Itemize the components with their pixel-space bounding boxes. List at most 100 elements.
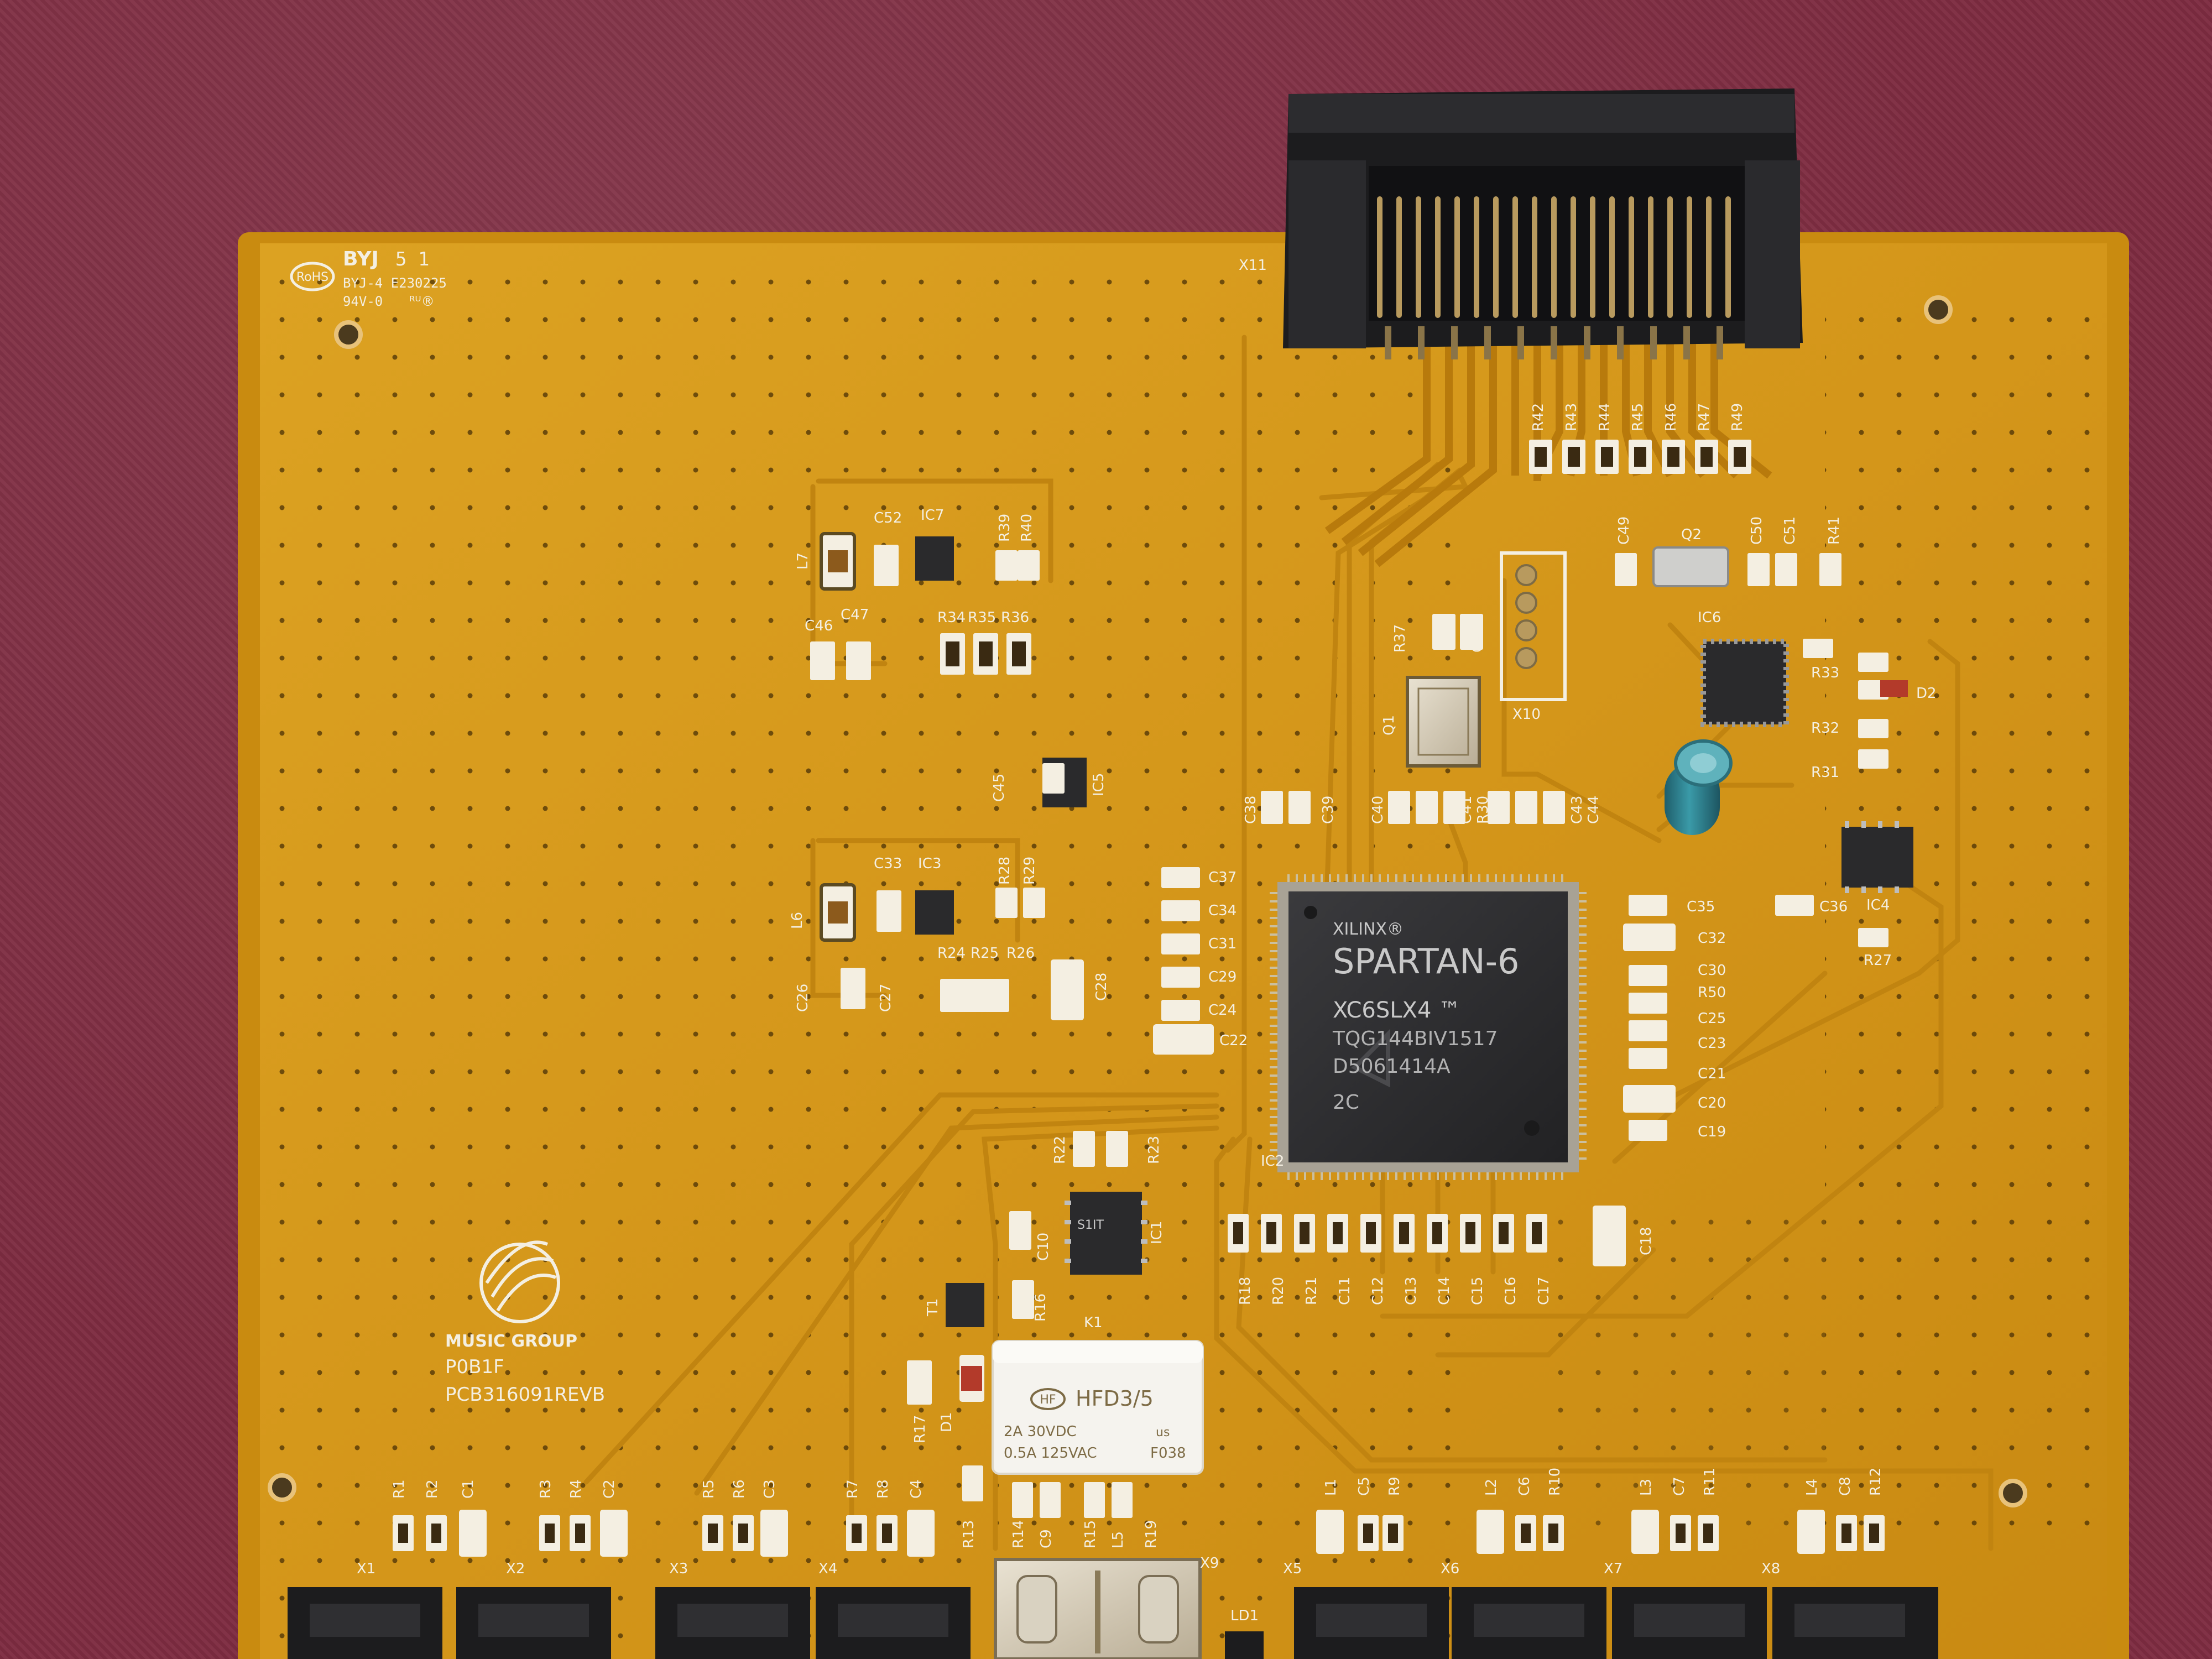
label-r23: R23 [1146, 1136, 1162, 1164]
label-r4: R4 [568, 1479, 585, 1499]
pcb-id-text: PCB316091REVB [445, 1384, 605, 1406]
label-t1: T1 [925, 1298, 941, 1317]
label-c25: C25 [1698, 1010, 1726, 1027]
label-r11: R11 [1702, 1468, 1718, 1496]
label-c33: C33 [874, 855, 902, 872]
label-r31: R31 [1811, 764, 1839, 781]
relay-rating1-text: 2A 30VDC [1004, 1423, 1077, 1440]
label-c23: C23 [1698, 1035, 1726, 1052]
fpga-package-text: TQG144BIV1517 [1332, 1027, 1498, 1050]
label-r43: R43 [1563, 403, 1580, 431]
label-c20: C20 [1698, 1095, 1726, 1112]
connector-x11-pins [1377, 196, 1731, 318]
label-ld1: LD1 [1230, 1608, 1259, 1624]
t1-body [946, 1283, 984, 1327]
label-r27: R27 [1864, 952, 1892, 969]
label-r50: R50 [1698, 984, 1726, 1001]
bottom-connectors [288, 1558, 1938, 1659]
label-r32: R32 [1811, 720, 1839, 737]
label-r13: R13 [961, 1520, 977, 1548]
label-r6: R6 [731, 1479, 748, 1499]
label-r33: R33 [1811, 665, 1839, 681]
label-r26: R26 [1006, 945, 1035, 962]
label-c26: C26 [795, 984, 811, 1012]
label-x5: X5 [1283, 1561, 1302, 1577]
label-c2: C2 [601, 1479, 618, 1499]
label-q2: Q2 [1681, 526, 1702, 543]
label-c45: C45 [991, 774, 1008, 802]
label-x3: X3 [669, 1561, 688, 1577]
label-ic2: IC2 [1261, 1153, 1284, 1170]
label-c15: C15 [1469, 1277, 1486, 1305]
relay-brand-logo-icon [1030, 1388, 1066, 1410]
label-r37: R37 [1392, 624, 1408, 653]
label-r8: R8 [875, 1479, 891, 1499]
led-ld1 [1225, 1631, 1264, 1659]
label-c24: C24 [1208, 1002, 1237, 1019]
label-c9: C9 [1038, 1529, 1055, 1548]
label-r40: R40 [1019, 514, 1035, 542]
logo-line1-text: MUSIC GROUP [445, 1332, 577, 1351]
label-c43: C43 [1569, 796, 1585, 824]
label-c32: C32 [1698, 930, 1726, 947]
ic3-body [915, 890, 954, 935]
via-grid-bottom [1526, 1217, 1825, 1526]
label-r39: R39 [997, 514, 1013, 542]
mount-hole-top-right [1924, 295, 1953, 324]
component-q2 [1652, 546, 1729, 587]
label-c48: C48 [1469, 624, 1486, 653]
label-c35: C35 [1687, 899, 1715, 915]
label-l3: L3 [1638, 1479, 1655, 1496]
label-r29: R29 [1021, 857, 1038, 885]
rohs-mark [290, 262, 335, 291]
label-c49: C49 [1616, 517, 1632, 545]
label-l6: L6 [789, 912, 806, 929]
label-r42: R42 [1530, 403, 1547, 431]
label-x7: X7 [1604, 1561, 1623, 1577]
label-k1: K1 [1084, 1314, 1103, 1331]
label-c13: C13 [1403, 1277, 1420, 1305]
fpga-body [1288, 891, 1568, 1162]
label-c44: C44 [1585, 796, 1602, 824]
label-c10: C10 [1035, 1233, 1052, 1261]
label-c8: C8 [1837, 1477, 1854, 1496]
label-r30b: R30 [1475, 796, 1491, 824]
label-l4: L4 [1804, 1479, 1820, 1496]
relay-brand-text: HF [1040, 1393, 1056, 1407]
label-c31: C31 [1208, 936, 1237, 952]
label-r18: R18 [1237, 1277, 1254, 1305]
label-c34: C34 [1208, 902, 1237, 919]
label-ic4: IC4 [1866, 897, 1890, 914]
label-c50: C50 [1749, 517, 1765, 545]
label-x1: X1 [357, 1561, 375, 1577]
label-r45: R45 [1630, 403, 1646, 431]
label-c4: C4 [908, 1479, 925, 1499]
mount-hole-bottom-right [1999, 1479, 2027, 1507]
label-r12: R12 [1867, 1468, 1884, 1496]
mount-hole-top-left [334, 320, 363, 349]
label-c47: C47 [841, 607, 869, 623]
board-markings: RoHS BYJ 5 1 BYJ-4 E230225 94V-0 ᴿᵁ® [290, 248, 447, 309]
label-c46: C46 [805, 618, 833, 634]
label-r10: R10 [1547, 1468, 1563, 1496]
fpga-spartan6: XILINX® SPARTAN-6 XC6SLX4 ™ TQG144BIV151… [1270, 874, 1587, 1180]
label-c36: C36 [1819, 899, 1848, 915]
label-d1: D1 [938, 1412, 955, 1432]
label-r46: R46 [1663, 403, 1679, 431]
relay-cert-text: us [1156, 1426, 1170, 1439]
label-c11: C11 [1337, 1277, 1353, 1305]
label-r22: R22 [1052, 1136, 1068, 1164]
label-r21: R21 [1303, 1277, 1320, 1305]
label-c38: C38 [1243, 796, 1259, 824]
label-r25: R25 [971, 945, 999, 962]
label-r5: R5 [701, 1479, 717, 1499]
electrolytic-capacitor [1665, 739, 1733, 835]
relay-rating2-text: 0.5A 125VAC [1004, 1445, 1097, 1462]
label-q1: Q1 [1381, 715, 1397, 735]
label-x4: X4 [818, 1561, 837, 1577]
label-r24: R24 [937, 945, 966, 962]
label-c14: C14 [1436, 1277, 1453, 1305]
label-r15: R15 [1082, 1520, 1099, 1548]
header-x10 [1500, 551, 1567, 701]
label-r20: R20 [1270, 1277, 1287, 1305]
